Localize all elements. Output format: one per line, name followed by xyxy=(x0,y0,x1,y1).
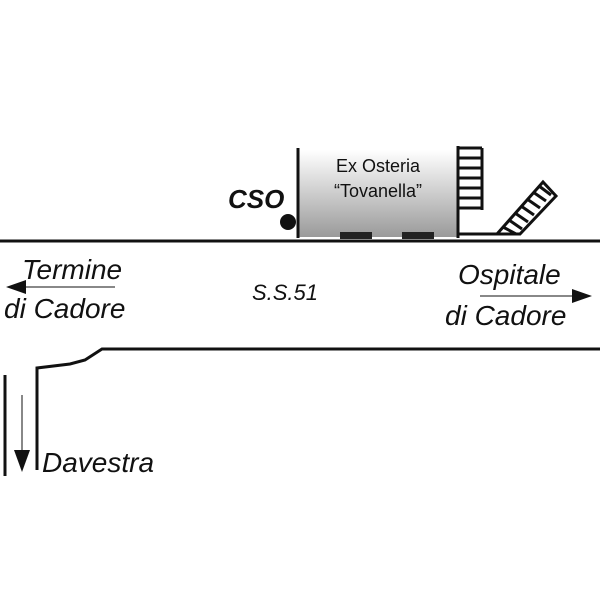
road-label: S.S.51 xyxy=(252,280,318,305)
building-body xyxy=(298,150,458,237)
arrow-down-icon xyxy=(14,395,30,472)
ramp-stairs-icon xyxy=(458,179,559,236)
left-destination-line2: di Cadore xyxy=(4,293,125,324)
arrow-right-icon xyxy=(480,289,592,303)
building-name-line1: Ex Osteria xyxy=(336,156,421,176)
building-foot xyxy=(402,232,434,239)
right-destination-line2: di Cadore xyxy=(445,300,566,331)
side-road-label: Davestra xyxy=(42,447,154,478)
left-destination-line1: Termine xyxy=(22,254,122,285)
arrow-left-icon xyxy=(6,280,115,294)
station-marker-icon xyxy=(280,214,296,230)
road-edge-bottom xyxy=(35,347,600,470)
station-label: CSO xyxy=(228,184,284,214)
right-destination-line1: Ospitale xyxy=(458,259,561,290)
building-foot xyxy=(340,232,372,239)
stairs-icon xyxy=(458,146,484,210)
building-name-line2: “Tovanella” xyxy=(334,181,422,201)
